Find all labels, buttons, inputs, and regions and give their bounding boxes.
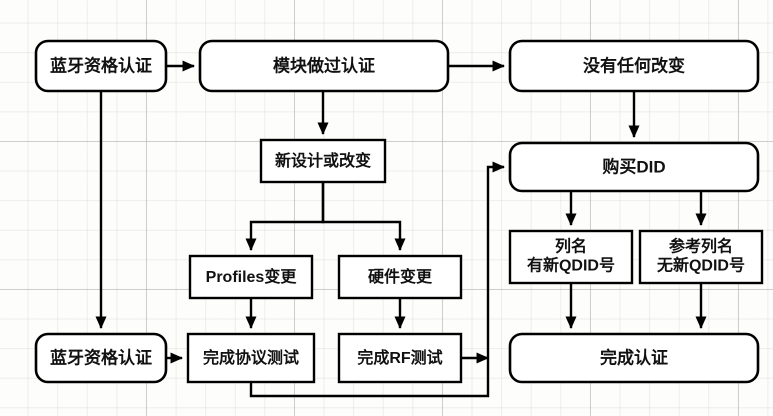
- node-label-line: 参考列名: [669, 237, 733, 256]
- node-box-finish-protocol-test[interactable]: [186, 332, 316, 384]
- node-box-bt-qualification-top[interactable]: [34, 39, 168, 93]
- node-label-finish-certification: 完成认证: [600, 347, 668, 367]
- node-box-bt-qualification-bottom[interactable]: [34, 332, 168, 384]
- node-hardware-change[interactable]: 硬件变更: [337, 254, 463, 300]
- node-box-finish-certification[interactable]: [508, 332, 760, 384]
- node-label-listed-new-qdid: 列名有新QDID号: [527, 237, 615, 275]
- node-box-profiles-change[interactable]: [188, 254, 314, 300]
- node-label-line: 有新QDID号: [527, 256, 615, 275]
- node-label-module-certified: 模块做过认证: [273, 55, 375, 75]
- node-label-line: 列名: [555, 237, 587, 256]
- edge-finish-protocol-test-to-buy-did: [249, 161, 505, 398]
- edge-new-design-or-change-to-hardware-change: [321, 182, 406, 251]
- edges-group: [95, 60, 707, 398]
- node-buy-did[interactable]: 购买DID: [508, 141, 760, 193]
- node-label-bt-qualification-top: 蓝牙资格认证: [50, 55, 152, 75]
- node-finish-certification[interactable]: 完成认证: [508, 332, 760, 384]
- node-finish-protocol-test[interactable]: 完成协议测试: [186, 332, 316, 384]
- node-label-bt-qualification-bottom: 蓝牙资格认证: [50, 347, 152, 367]
- node-finish-rf-test[interactable]: 完成RF测试: [337, 332, 463, 384]
- node-box-hardware-change[interactable]: [337, 254, 463, 300]
- node-label-buy-did: 购买DID: [602, 156, 665, 176]
- node-bt-qualification-top[interactable]: 蓝牙资格认证: [34, 39, 168, 93]
- node-box-buy-did[interactable]: [508, 141, 760, 193]
- node-label-finish-protocol-test: 完成协议测试: [203, 348, 299, 367]
- node-label-new-design-or-change: 新设计或改变: [275, 151, 371, 170]
- node-profiles-change[interactable]: Profiles变更: [188, 254, 314, 300]
- node-label-finish-rf-test: 完成RF测试: [357, 348, 442, 367]
- node-label-reference-listed-no-new-qdid: 参考列名无新QDID号: [656, 237, 745, 275]
- node-box-new-design-or-change[interactable]: [259, 138, 387, 184]
- node-box-module-certified[interactable]: [198, 39, 450, 93]
- node-no-change[interactable]: 没有任何改变: [508, 39, 760, 93]
- node-label-no-change: 没有任何改变: [583, 55, 685, 75]
- node-label-hardware-change: 硬件变更: [368, 267, 433, 286]
- node-new-design-or-change[interactable]: 新设计或改变: [259, 138, 387, 184]
- node-label-line: 无新QDID号: [656, 256, 745, 275]
- node-box-reference-listed-no-new-qdid[interactable]: [638, 229, 764, 285]
- node-listed-new-qdid[interactable]: 列名有新QDID号: [508, 229, 634, 285]
- node-box-no-change[interactable]: [508, 39, 760, 93]
- node-module-certified[interactable]: 模块做过认证: [198, 39, 450, 93]
- node-box-listed-new-qdid[interactable]: [508, 229, 634, 285]
- node-bt-qualification-bottom[interactable]: 蓝牙资格认证: [34, 332, 168, 384]
- edge-new-design-or-change-to-profiles-change: [245, 182, 325, 251]
- node-reference-listed-no-new-qdid[interactable]: 参考列名无新QDID号: [638, 229, 764, 285]
- node-label-profiles-change: Profiles变更: [206, 267, 298, 286]
- node-box-finish-rf-test[interactable]: [337, 332, 463, 384]
